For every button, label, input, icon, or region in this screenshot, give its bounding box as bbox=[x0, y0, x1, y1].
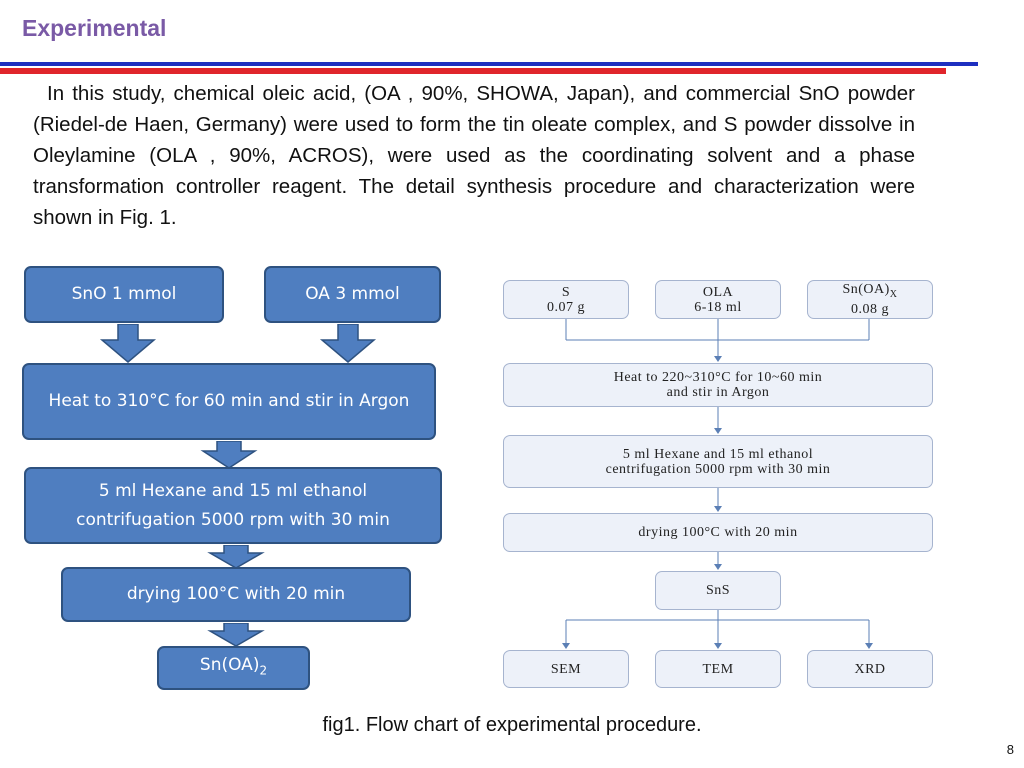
sno-label: SnO 1 mmol bbox=[71, 284, 177, 304]
drying-step-label: drying 100°C with 20 min bbox=[638, 525, 798, 540]
arrow-down-icon bbox=[207, 623, 265, 647]
arrow-down-icon bbox=[207, 545, 265, 569]
hexane-box: 5 ml Hexane and 15 ml ethanol contrifuga… bbox=[24, 467, 442, 544]
tem-box: TEM bbox=[655, 650, 781, 688]
drying-box: drying 100°C with 20 min bbox=[61, 567, 411, 622]
snoa-amount: 0.08 g bbox=[851, 301, 889, 317]
ola-amount: 6-18 ml bbox=[694, 299, 742, 315]
hexane-step-line2: centrifugation 5000 rpm with 30 min bbox=[605, 461, 831, 477]
header-rule-blue bbox=[0, 62, 978, 66]
product-box: Sn(OA)2 bbox=[157, 646, 310, 690]
heat-label: Heat to 310°C for 60 min and stir in Arg… bbox=[48, 391, 410, 411]
product-label: Sn(OA)2 bbox=[199, 654, 268, 678]
figure-caption: fig1. Flow chart of experimental procedu… bbox=[322, 714, 702, 736]
header-rule-red bbox=[0, 68, 946, 74]
s-amount: 0.07 g bbox=[547, 299, 585, 315]
s-box: S 0.07 g bbox=[503, 280, 629, 319]
arrow-down-icon bbox=[200, 441, 258, 469]
xrd-box: XRD bbox=[807, 650, 933, 688]
oa-box: OA 3 mmol bbox=[264, 266, 441, 323]
snoa-box: Sn(OA)X 0.08 g bbox=[807, 280, 933, 319]
hexane-step-line1: 5 ml Hexane and 15 ml ethanol bbox=[622, 446, 814, 462]
drying-label: drying 100°C with 20 min bbox=[126, 584, 346, 604]
heat-step-line1: Heat to 220~310°C for 10~60 min bbox=[613, 370, 823, 385]
heat-step-line2: and stir in Argon bbox=[666, 385, 770, 400]
drying-step-box: drying 100°C with 20 min bbox=[503, 513, 933, 552]
arrow-down-icon bbox=[99, 324, 157, 363]
ola-name: OLA bbox=[702, 284, 734, 300]
sno-box: SnO 1 mmol bbox=[24, 266, 224, 323]
ola-box: OLA 6-18 ml bbox=[655, 280, 781, 319]
hexane-step-box: 5 ml Hexane and 15 ml ethanol centrifuga… bbox=[503, 435, 933, 488]
s-name: S bbox=[561, 284, 571, 300]
page-number: 8 bbox=[1006, 742, 1014, 757]
hexane-label: 5 ml Hexane and 15 ml ethanol contrifuga… bbox=[76, 480, 390, 530]
body-paragraph: In this study, chemical oleic acid, (OA … bbox=[33, 82, 915, 229]
sns-box: SnS bbox=[655, 571, 781, 610]
xrd-label: XRD bbox=[854, 661, 886, 677]
sns-label: SnS bbox=[705, 583, 731, 598]
snoa-name: Sn(OA)X bbox=[842, 282, 898, 300]
tem-label: TEM bbox=[702, 661, 734, 677]
oa-label: OA 3 mmol bbox=[305, 284, 400, 304]
sem-box: SEM bbox=[503, 650, 629, 688]
heat-box: Heat to 310°C for 60 min and stir in Arg… bbox=[22, 363, 436, 440]
sem-label: SEM bbox=[550, 661, 582, 677]
heat-step-box: Heat to 220~310°C for 10~60 min and stir… bbox=[503, 363, 933, 407]
arrow-down-icon bbox=[319, 324, 377, 363]
slide-title: Experimental bbox=[22, 15, 167, 41]
